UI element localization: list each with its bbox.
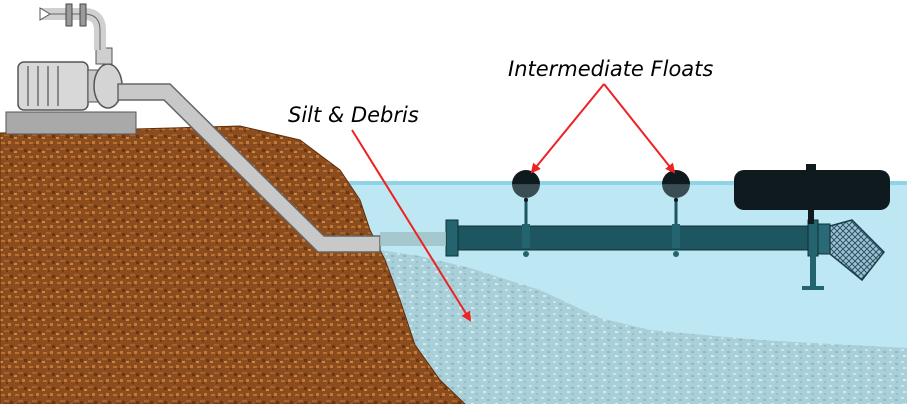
label-silt-debris: Silt & Debris <box>288 103 419 127</box>
main-float-pontoon-icon <box>734 164 890 224</box>
arrow-float-left <box>530 83 605 174</box>
pipe-support-post <box>810 250 816 286</box>
pipe-support-foot <box>802 286 824 290</box>
pump-motor-icon <box>17 47 123 111</box>
intake-strainer-icon <box>817 219 886 282</box>
suction-pipe-main <box>451 225 813 251</box>
discharge-pipe <box>39 3 106 50</box>
label-intermediate-floats: Intermediate Floats <box>508 57 713 81</box>
pipe-connector <box>380 232 446 246</box>
pump-base <box>5 111 137 135</box>
arrow-silt-debris <box>351 129 472 322</box>
suction-pipe-grey <box>117 83 381 253</box>
soil-bank <box>0 125 466 404</box>
arrow-float-right <box>603 83 676 174</box>
water-surface <box>300 181 907 185</box>
pipe-flange-left <box>445 219 459 257</box>
pipe-float-icon <box>512 170 540 257</box>
silt-layer <box>378 250 907 404</box>
